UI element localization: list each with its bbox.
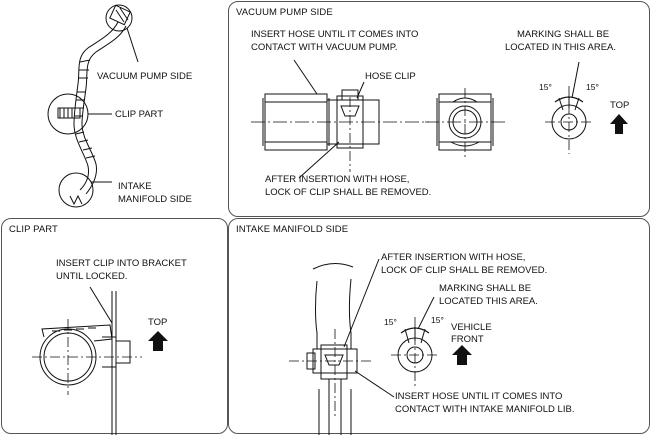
clip-panel-title: CLIP PART: [9, 224, 58, 235]
vacuum-pump-side-panel: VACUUM PUMP SIDE: [228, 1, 650, 217]
vacuum-panel-drawing: 15° 15°: [251, 59, 628, 179]
overview-hose-drawing: [47, 4, 139, 208]
vacuum-after-note-1: AFTER INSERTION WITH HOSE,: [265, 174, 410, 185]
clip-panel-drawing: [32, 286, 168, 435]
clip-insert-note-2: UNTIL LOCKED.: [56, 271, 128, 282]
clip-part-panel: CLIP PART INSERT CLIP INTO BRACKET UNTIL…: [1, 218, 228, 435]
overview-label-intake-1: INTAKE: [118, 181, 152, 192]
vacuum-hose-clip-label: HOSE CLIP: [365, 71, 416, 82]
overview-label-clip-part: CLIP PART: [115, 109, 164, 120]
intake-marking-note-2: LOCATED THIS AREA.: [439, 296, 538, 307]
vacuum-insert-note-1: INSERT HOSE UNTIL IT COMES INTO: [251, 29, 419, 40]
vacuum-insert-note-2: CONTACT WITH VACUUM PUMP.: [251, 42, 398, 53]
vacuum-after-note-2: LOCK OF CLIP SHALL BE REMOVED.: [265, 187, 432, 198]
intake-vehicle-front-2: FRONT: [451, 334, 484, 345]
clip-top-arrow-icon: [148, 331, 168, 351]
intake-vehicle-front-1: VEHICLE: [451, 322, 492, 333]
intake-manifold-side-panel: INTAKE MANIFOLD SIDE: [228, 218, 650, 435]
overview-area: VACUUM PUMP SIDE CLIP PART INTAKE MANIFO…: [0, 0, 228, 215]
intake-marking-note-1: MARKING SHALL BE: [439, 283, 532, 294]
vacuum-angle-right: 15°: [586, 82, 599, 92]
intake-after-note-2: LOCK OF CLIP SHALL BE REMOVED.: [381, 265, 548, 276]
vacuum-marking-note-2: LOCATED IN THIS AREA.: [505, 42, 617, 53]
intake-angle-right: 15°: [431, 315, 444, 325]
overview-label-vacuum-pump-side: VACUUM PUMP SIDE: [97, 71, 193, 82]
intake-panel-title: INTAKE MANIFOLD SIDE: [236, 224, 349, 235]
vacuum-marking-note-1: MARKING SHALL BE: [517, 29, 610, 40]
vacuum-angle-left: 15°: [539, 82, 552, 92]
intake-angle-left: 15°: [384, 317, 397, 327]
clip-insert-note-1: INSERT CLIP INTO BRACKET: [56, 258, 187, 269]
intake-after-note-1: AFTER INSERTION WITH HOSE,: [381, 252, 526, 263]
vacuum-top-label: TOP: [610, 100, 630, 111]
clip-top-label: TOP: [148, 317, 168, 328]
intake-insert-note-1: INSERT HOSE UNTIL IT COMES INTO: [395, 391, 563, 402]
vacuum-panel-title: VACUUM PUMP SIDE: [236, 7, 333, 18]
intake-panel-drawing: 15° 15°: [289, 258, 472, 435]
intake-vehicle-front-arrow-icon: [452, 345, 472, 365]
overview-label-intake-2: MANIFOLD SIDE: [118, 194, 192, 205]
vacuum-top-arrow-icon: [610, 114, 628, 134]
intake-insert-note-2: CONTACT WITH INTAKE MANIFOLD LIB.: [395, 404, 575, 415]
